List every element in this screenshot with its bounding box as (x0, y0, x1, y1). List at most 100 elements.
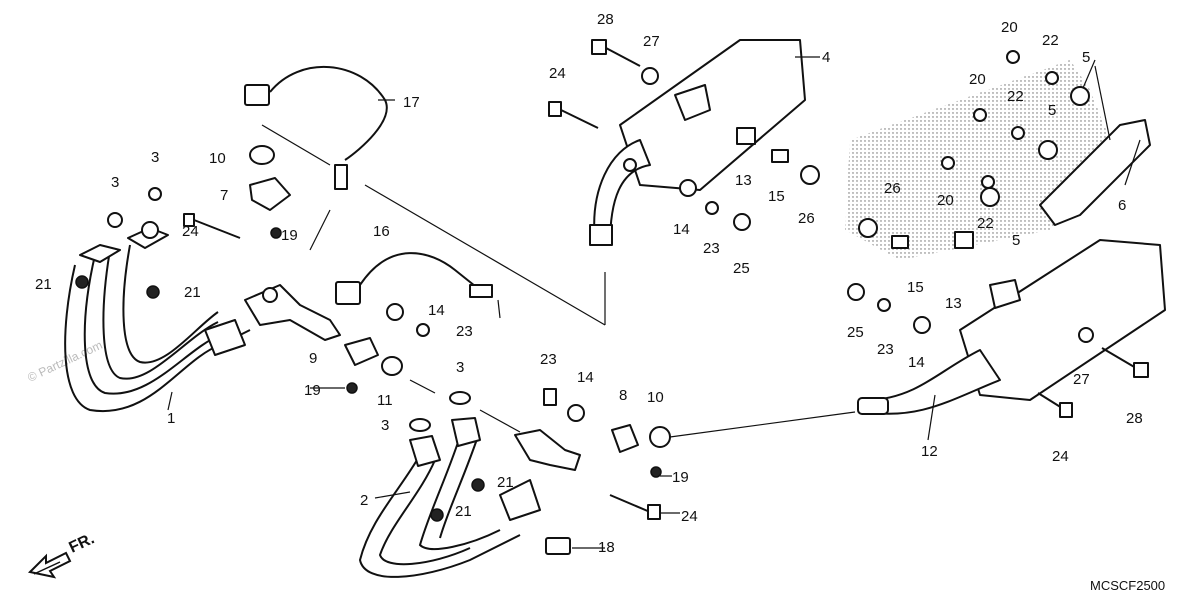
nut-26-top (800, 165, 820, 185)
nut-21-left (75, 275, 160, 299)
washer-27-right (1078, 327, 1094, 343)
nut-3-lower-a (449, 391, 471, 405)
callout-label: 28 (1126, 410, 1143, 427)
callout-label: 8 (619, 387, 627, 404)
gasket-11 (381, 356, 403, 376)
callout-label: 24 (549, 65, 566, 82)
callout-label: 27 (643, 33, 660, 50)
bolt-23-lower (543, 388, 557, 406)
callout-label: 20 (937, 192, 954, 209)
callout-leaders (167, 56, 1141, 549)
callout-label: 12 (921, 443, 938, 460)
callout-label: 3 (111, 174, 119, 191)
callout-label: 25 (847, 324, 864, 341)
nut-3-lower-b (409, 418, 431, 432)
callout-label: 24 (182, 223, 199, 240)
callout-label: 14 (908, 354, 925, 371)
gasket-14-lower (567, 404, 585, 422)
connection-lines (261, 124, 856, 438)
callout-label: 14 (673, 221, 690, 238)
bolt-23-right (877, 298, 891, 312)
nut-3-left-a (107, 212, 123, 228)
front-direction-label: FR. (67, 530, 98, 556)
sensor-16 (335, 252, 493, 305)
callout-label: 26 (884, 180, 901, 197)
bolt-23-mid (416, 323, 430, 337)
callout-label: 1 (167, 410, 175, 427)
gasket-10-top (249, 145, 275, 165)
callout-label: 16 (373, 223, 390, 240)
callout-label: 3 (456, 359, 464, 376)
callout-label: 27 (1073, 371, 1090, 388)
callout-label: 25 (733, 260, 750, 277)
diagram-code: MCSCF2500 (1090, 578, 1165, 593)
callout-label: 22 (1042, 32, 1059, 49)
nut-26-right (858, 218, 878, 238)
callout-label: 26 (798, 210, 815, 227)
callout-label: 10 (209, 150, 226, 167)
heat-shield-region (845, 60, 1151, 260)
callout-labels: 1 2 3 3 3 3 4 5 5 5 6 7 8 9 10 10 11 12 … (35, 11, 1143, 556)
callout-label: 18 (598, 539, 615, 556)
callout-label: 14 (428, 302, 445, 319)
callout-label: 22 (1007, 88, 1024, 105)
collar-15-right (891, 235, 909, 249)
muffler-12 (857, 239, 1166, 415)
bolt-19-mid (346, 382, 358, 394)
washer-27-top (641, 67, 659, 85)
callout-label: 5 (1082, 49, 1090, 66)
callout-label: 9 (309, 350, 317, 367)
callout-label: 5 (1048, 102, 1056, 119)
collar-22-group (981, 71, 1059, 189)
sensor-17 (244, 65, 388, 190)
gasket-14-mid (386, 303, 404, 321)
clamp-7 (249, 177, 291, 211)
nut-25-right (847, 283, 865, 301)
callout-label: 19 (281, 227, 298, 244)
exhaust-pipe-1 (64, 227, 341, 413)
callout-label: 28 (597, 11, 614, 28)
callout-label: 4 (822, 49, 830, 66)
grommet-13-top (736, 127, 756, 145)
bolt-24-top (548, 101, 599, 129)
bolt-28-right (1101, 347, 1149, 378)
callout-label: 3 (151, 149, 159, 166)
gasket-14-top (679, 179, 697, 197)
nut-25-top (733, 213, 751, 231)
nut-21-lower (430, 478, 485, 522)
callout-label: 23 (540, 351, 557, 368)
callout-label: 6 (1118, 197, 1126, 214)
bolt-24-lower (609, 494, 661, 520)
callout-label: 21 (35, 276, 52, 293)
clamp-8 (611, 424, 639, 453)
bolt-19-top (270, 227, 282, 239)
callout-label: 22 (977, 215, 994, 232)
callout-label: 15 (768, 188, 785, 205)
nut-18 (545, 537, 571, 555)
callout-label: 21 (184, 284, 201, 301)
callout-label: 3 (381, 417, 389, 434)
bolt-24-left (183, 213, 241, 239)
callout-label: 17 (403, 94, 420, 111)
grommet-13-right (954, 231, 974, 249)
callout-label: 7 (220, 187, 228, 204)
callout-label: 14 (577, 369, 594, 386)
callout-label: 21 (497, 474, 514, 491)
callout-label: 2 (360, 492, 368, 509)
callout-label: 23 (456, 323, 473, 340)
callout-label: 24 (681, 508, 698, 525)
exhaust-pipe-2 (358, 417, 581, 578)
grommet-5-group (980, 86, 1090, 207)
front-direction-arrow (27, 551, 72, 579)
callout-label: 19 (672, 469, 689, 486)
clamp-9 (344, 337, 379, 366)
callout-label: 20 (1001, 19, 1018, 36)
callout-label: 15 (907, 279, 924, 296)
gasket-14-right (913, 316, 931, 334)
bolt-19-lower (650, 466, 662, 478)
callout-label: 13 (735, 172, 752, 189)
callout-label: 11 (377, 392, 393, 409)
bolt-23-top (705, 201, 719, 215)
callout-label: 10 (647, 389, 664, 406)
